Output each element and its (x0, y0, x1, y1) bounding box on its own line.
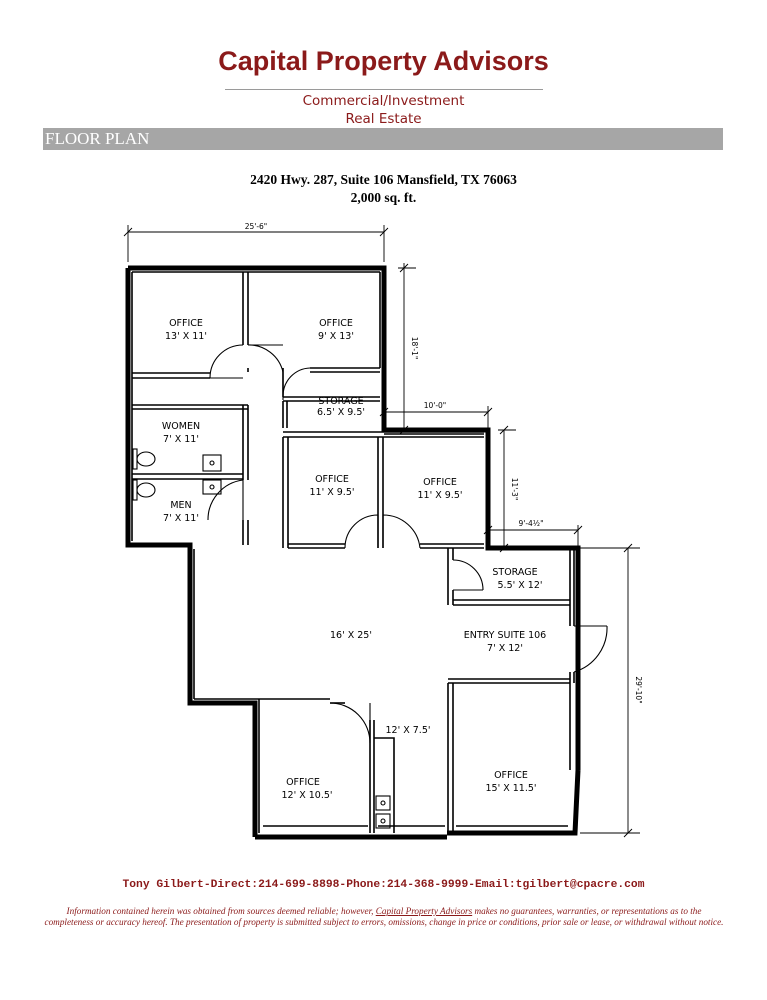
dim-right-upper: 18'-1" (410, 337, 419, 360)
room-dims-office-3: 11' X 9.5' (310, 487, 355, 498)
dimension-lines (123, 225, 640, 838)
room-name-office-1: OFFICE (169, 318, 203, 329)
room-name-office-3: OFFICE (315, 474, 349, 485)
room-dims-office-2: 9' X 13' (318, 331, 354, 342)
room-name-office-5: OFFICE (286, 777, 320, 788)
disclaimer-text-start: Information contained herein was obtaine… (66, 906, 376, 916)
room-dims-main: 16' X 25' (330, 630, 372, 641)
room-dims-office-1: 13' X 11' (165, 331, 207, 342)
room-dims-storage-1: 6.5' X 9.5' (317, 407, 365, 418)
room-dims-office-4: 11' X 9.5' (418, 490, 463, 501)
room-name-office-6: OFFICE (494, 770, 528, 781)
tagline-line-1: Commercial/Investment (302, 93, 465, 109)
room-name-office-2: OFFICE (319, 318, 353, 329)
room-dims-office-5: 12' X 10.5' (281, 790, 332, 801)
room-name-women: WOMEN (162, 421, 200, 432)
dim-top-width: 25'-6" (245, 222, 268, 231)
dim-step-1: 10'-0" (424, 401, 447, 410)
room-dims-office-6: 15' X 11.5' (485, 783, 536, 794)
disclaimer-text-end: makes no guarantees, warranties, or repr… (44, 906, 724, 927)
plumbing-fixtures (132, 448, 391, 829)
room-dims-entry: 7' X 12' (487, 643, 523, 654)
dim-right-lower: 29'-10" (634, 676, 643, 703)
dim-step-2: 9'-4½" (518, 519, 543, 528)
room-name-storage-1: STORAGE (318, 396, 363, 407)
room-name-storage-2: STORAGE (492, 567, 537, 578)
room-name-men: MEN (170, 500, 191, 511)
exterior-walls (125, 265, 581, 840)
floor-plan: OFFICE 13' X 11' OFFICE 9' X 13' STORAGE… (123, 222, 643, 840)
property-size: 2,000 sq. ft. (350, 190, 417, 205)
header-divider (225, 89, 543, 90)
contact-line: Tony Gilbert-Direct:214-699-8898-Phone:2… (122, 879, 645, 891)
room-name-entry: ENTRY SUITE 106 (464, 630, 546, 641)
doors (207, 344, 608, 744)
property-address: 2420 Hwy. 287, Suite 106 Mansfield, TX 7… (250, 172, 517, 187)
room-dims-women: 7' X 11' (163, 434, 199, 445)
tagline-line-2: Real Estate (345, 111, 422, 127)
disclaimer: Information contained herein was obtaine… (44, 906, 724, 928)
room-dims-men: 7' X 11' (163, 513, 199, 524)
dim-right-mid: 11'-3" (510, 478, 519, 501)
interior-walls (131, 271, 575, 833)
room-dims-storage-2: 5.5' X 12' (498, 580, 543, 591)
room-dims-kitchen: 12' X 7.5' (386, 725, 431, 736)
room-name-office-4: OFFICE (423, 477, 457, 488)
section-banner: FLOOR PLAN (43, 128, 723, 150)
company-link[interactable]: Capital Property Advisors (375, 906, 473, 916)
company-name: Capital Property Advisors (218, 46, 549, 76)
